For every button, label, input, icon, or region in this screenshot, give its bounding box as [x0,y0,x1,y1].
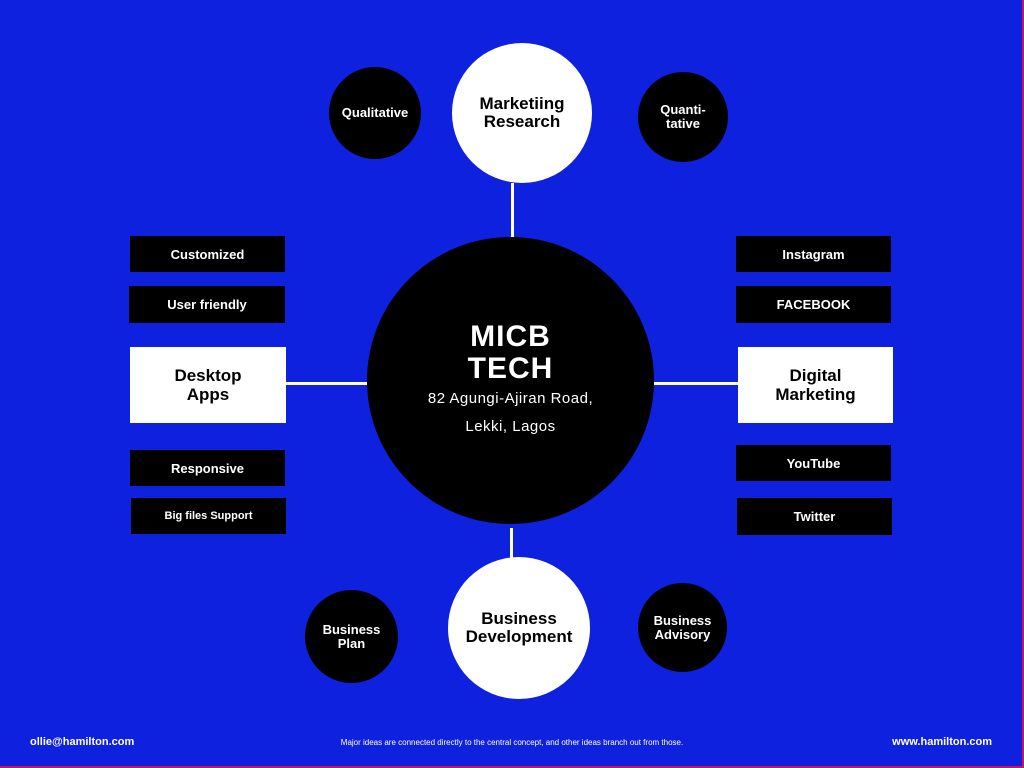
connector-top [511,183,514,240]
quantitative-node: Quanti- tative [638,72,728,162]
right-item-instagram: Instagram [736,236,891,272]
business-development-node: Business Development [448,557,590,699]
footer-email[interactable]: ollie@hamilton.com [30,736,135,748]
central-address: 82 Agungi-Ajiran Road, Lekki, Lagos [427,389,594,435]
connector-right [654,382,738,385]
central-concept-node: MICB TECH 82 Agungi-Ajiran Road, Lekki, … [367,237,654,524]
marketing-research-label: Marketiing Research [479,94,565,131]
left-item-label: Customized [170,246,245,262]
digital-marketing-label: Digital Marketing [775,366,856,404]
business-advisory-node: Business Advisory [638,583,727,672]
business-advisory-label: Business Advisory [653,612,712,642]
marketing-research-node: Marketiing Research [452,43,592,183]
right-item-label: Instagram [782,246,845,262]
connector-left [285,382,367,385]
central-title: MICB TECH [467,319,554,385]
left-item-label: Responsive [171,460,244,476]
left-item-big-files-support: Big files Support [131,498,286,534]
connector-bottom [510,528,513,558]
left-item-responsive: Responsive [130,450,285,486]
right-item-label: FACEBOOK [776,297,851,312]
left-item-customized: Customized [130,236,285,272]
left-item-user-friendly: User friendly [129,286,285,323]
quantitative-label: Quanti- tative [660,102,706,131]
left-item-label: Big files Support [164,510,253,522]
footer-note: Major ideas are connected directly to th… [340,738,684,747]
right-item-label: YouTube [786,455,841,471]
right-item-label: Twitter [793,509,836,524]
business-plan-node: Business Plan [305,590,398,683]
footer-website[interactable]: www.hamilton.com [892,736,992,748]
qualitative-node: Qualitative [329,67,421,159]
digital-marketing-node: Digital Marketing [738,347,893,423]
business-plan-label: Business Plan [322,621,381,651]
business-development-label: Business Development [465,609,573,646]
desktop-apps-label: Desktop Apps [174,366,242,404]
right-item-facebook: FACEBOOK [736,286,891,323]
qualitative-label: Qualitative [341,105,409,120]
right-item-twitter: Twitter [737,498,892,535]
left-item-label: User friendly [167,297,247,312]
right-item-youtube: YouTube [736,445,891,481]
desktop-apps-node: Desktop Apps [130,347,286,423]
